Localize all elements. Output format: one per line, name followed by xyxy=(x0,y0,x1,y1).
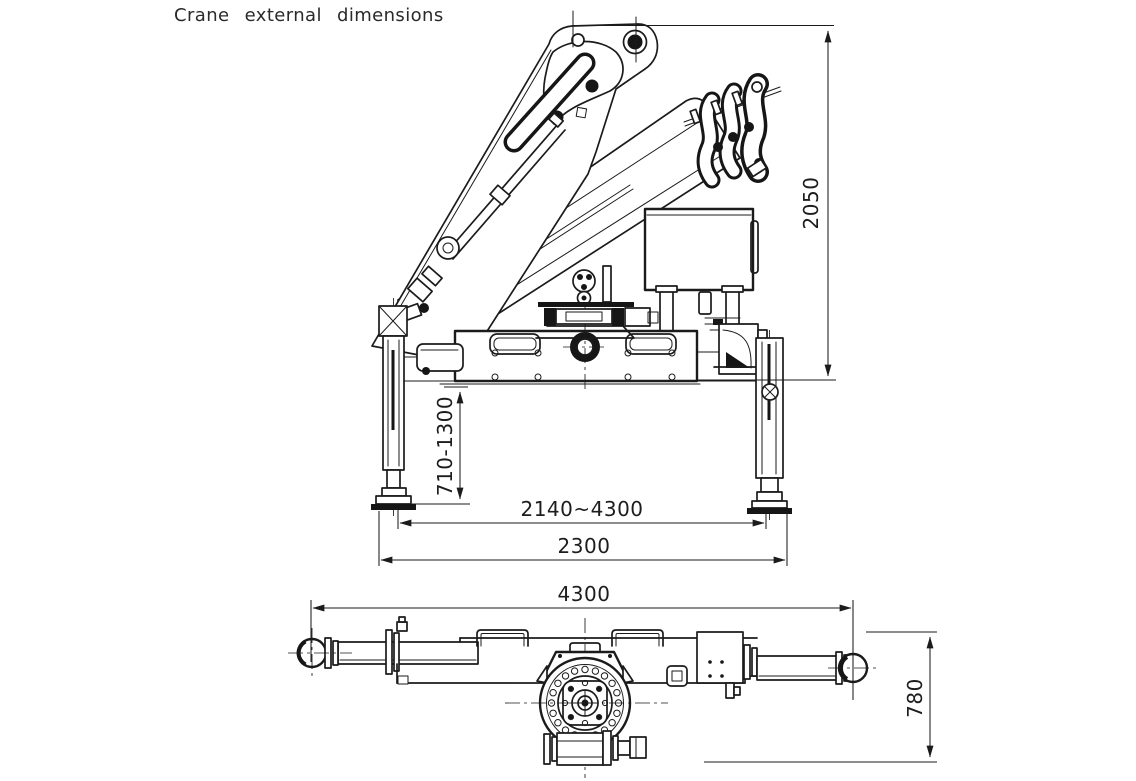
dimension-overall-height: 2050 xyxy=(572,10,836,381)
lift-cylinder xyxy=(401,112,566,322)
dimension-frame-width: 780 xyxy=(704,631,937,763)
shackle xyxy=(436,236,460,260)
left-outrigger-ball xyxy=(288,628,352,678)
left-foot-pad xyxy=(375,495,412,505)
control-box xyxy=(643,207,759,332)
slewing-column xyxy=(535,265,659,339)
dimension-outrigger-base: 2300 xyxy=(378,511,788,566)
boom-tip-pin-ring xyxy=(622,29,648,55)
base-frame xyxy=(401,296,701,392)
rotation-motor xyxy=(543,730,647,766)
drawing-title: Crane external dimensions xyxy=(174,5,444,26)
fly-jib-plates xyxy=(689,73,769,189)
left-outrigger-leg xyxy=(371,298,464,516)
boom-tip-pin xyxy=(627,34,643,50)
dimension-overall-length: 4300 xyxy=(310,582,854,700)
side-view: 2050 710-1300 2140~4300 2300 xyxy=(371,10,836,566)
dim-label-outrigger-base: 2300 xyxy=(558,534,611,558)
boom-head-notch xyxy=(542,40,624,125)
right-foot-pad xyxy=(751,500,788,509)
plan-view: 4300 780 xyxy=(288,582,937,778)
dim-label-outrigger-extension: 2140~4300 xyxy=(520,497,643,521)
dim-label-overall-height: 2050 xyxy=(799,177,823,230)
dim-label-leg-stroke: 710-1300 xyxy=(433,396,457,496)
dimension-outrigger-extension: 2140~4300 xyxy=(397,497,767,529)
slewing-ring xyxy=(505,642,668,750)
dimension-leg-stroke: 710-1300 xyxy=(412,386,470,505)
boom-tip-hole xyxy=(571,33,585,47)
right-outrigger-leg xyxy=(713,323,792,520)
dim-label-frame-width: 780 xyxy=(903,678,927,718)
dim-label-overall-length: 4300 xyxy=(558,582,611,606)
